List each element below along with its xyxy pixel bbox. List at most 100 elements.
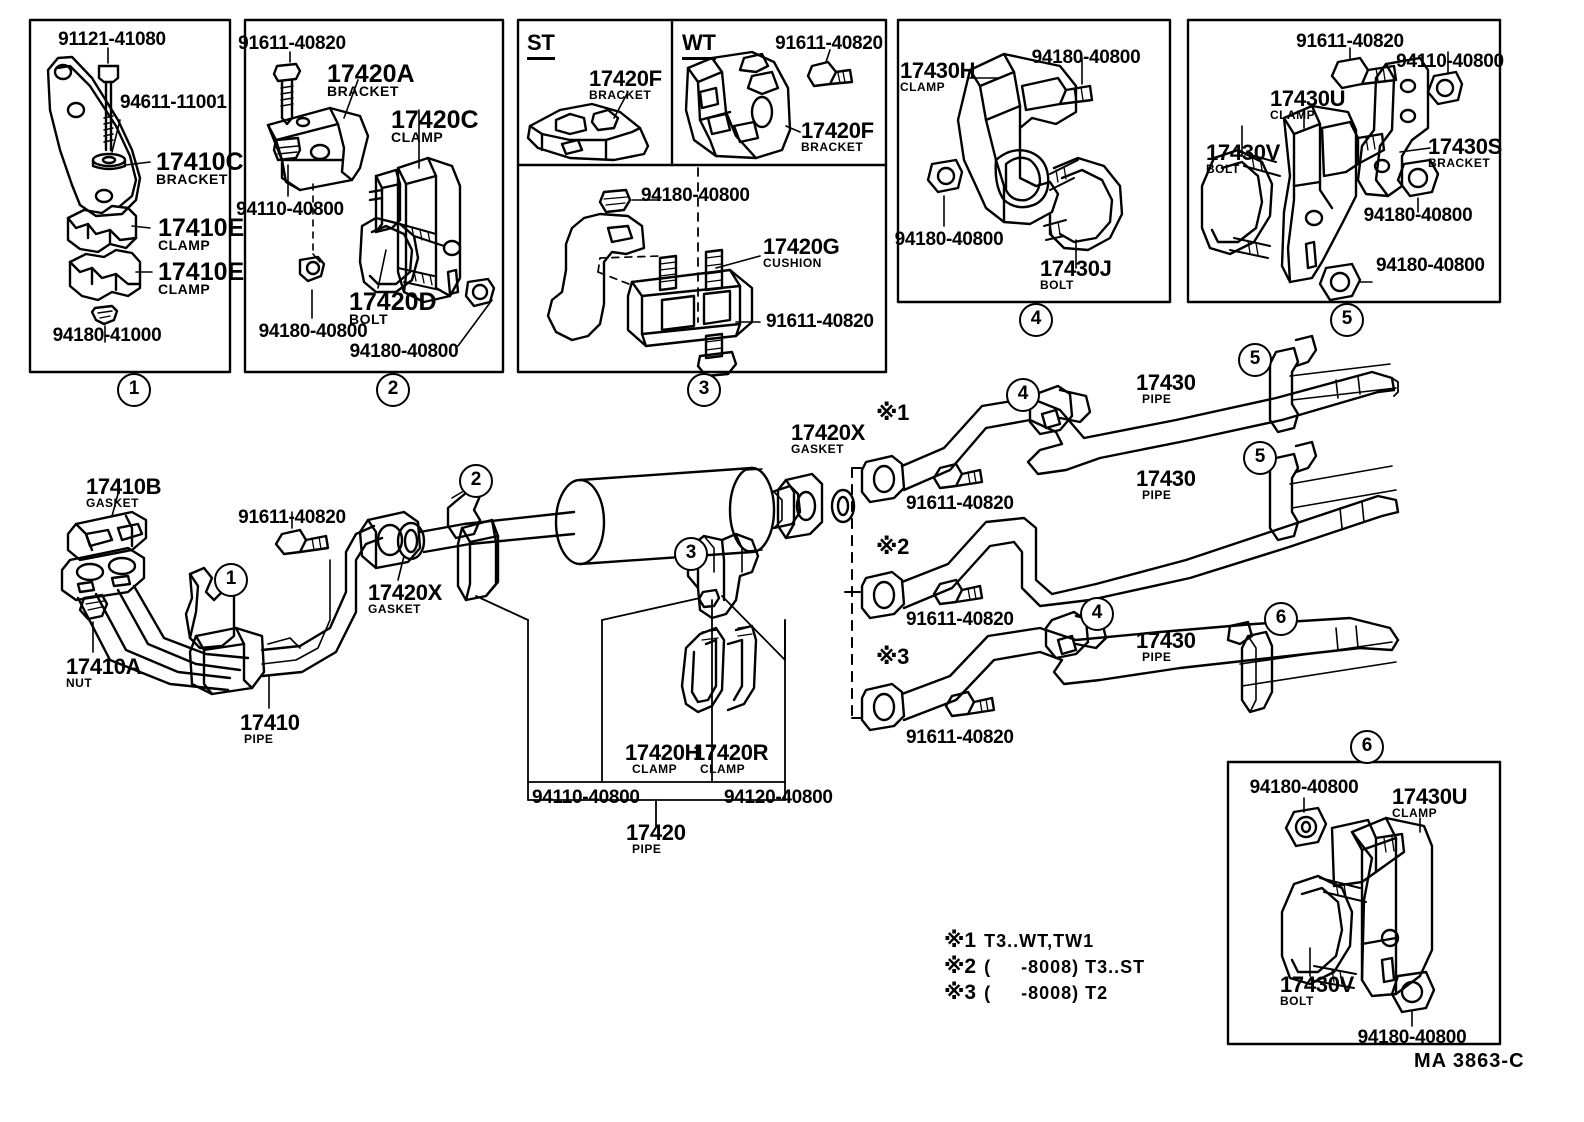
label-panel5-94180-a: 94180-40800 [1363,205,1473,226]
label-main-17420h-desc: CLAMP [632,762,678,776]
label-panel3-17420f-wt-desc: BRACKET [801,140,864,154]
panel-4-art [926,52,1124,269]
panel-3-art [526,49,854,378]
label-main-17410b: 17410B [86,474,162,499]
panel-6-art [1280,797,1436,1027]
label-main-17410a: 17410A [66,654,142,679]
panel-5-border [1186,18,1502,304]
main-center-pipe-art [418,466,856,827]
label-panel4-94180-left: 94180-40800 [894,229,1004,250]
label-panel2-17420c-desc: CLAMP [391,129,444,145]
label-main-17420x-front-desc: GASKET [368,602,422,616]
label-tail-17430-1: 17430 [1136,370,1196,395]
label-panel3-94180: 94180-40800 [641,185,750,206]
label-panel3-wt: WT [682,32,716,60]
label-main-94120: 94120-40800 [724,787,833,808]
label-panel6-17430v: 17430V [1280,972,1355,997]
label-tail-17430-3: 17430 [1136,628,1196,653]
label-panel5-94110: 94110-40800 [1396,51,1504,72]
label-panel3-17420g-desc: CUSHION [763,256,822,270]
label-panel5-91611: 91611-40820 [1296,31,1404,52]
label-panel5-17430v-desc: BOLT [1206,162,1240,176]
label-panel3-st: ST [527,32,555,60]
label-tail-17430-2-desc: PIPE [1142,488,1172,502]
legend-box: ※1 T3..WT,TW1 ※2 ( -8008) T3..ST ※3 ( -8… [944,928,1184,1006]
label-main-17420: 17420 [626,820,686,845]
label-main-17410-desc: PIPE [244,732,274,746]
panel-3-number: 3 [687,373,721,407]
callout-5-pipe2: 5 [1243,441,1277,475]
label-panel5-17430s: 17430S [1428,134,1503,159]
label-panel2-94180-b: 94180-40800 [349,341,459,362]
label-panel4-94180-top: 94180-40800 [1031,47,1141,68]
panel-4-border [896,18,1172,304]
label-main-17420x-rear-desc: GASKET [791,442,845,456]
label-panel2-17420a-desc: BRACKET [327,83,399,99]
label-panel6-17430u-desc: CLAMP [1392,806,1438,820]
label-panel6-94180-bottom: 94180-40800 [1357,1027,1467,1048]
label-panel3-91611-bottom: 91611-40820 [766,311,874,332]
panel-1-border [28,18,232,374]
panel-5-number: 5 [1330,303,1364,337]
callout-6-pipe3: 6 [1264,602,1298,636]
mark-tail-pipe-3: ※3 [876,644,910,669]
label-panel4-17430h: 17430H [900,58,976,83]
label-tail-bolt-1: 91611-40820 [906,493,1014,514]
label-panel6-17430u: 17430U [1392,784,1468,809]
label-panel1-17410e-1-desc: CLAMP [158,237,211,253]
label-tail-bolt-2: 91611-40820 [906,609,1014,630]
legend-mark-3: ※3 [944,981,977,1004]
panel-6-number: 6 [1350,730,1384,764]
label-panel1-91121: 91121-41080 [58,29,166,50]
panel-4-number: 4 [1019,303,1053,337]
label-tail-17430-1-desc: PIPE [1142,392,1172,406]
label-main-17420-desc: PIPE [632,842,662,856]
callout-3-main: 3 [674,537,708,571]
label-main-17420x-front: 17420X [368,580,443,605]
label-main-17420h: 17420H [625,740,701,765]
label-main-17420x-rear: 17420X [791,420,866,445]
panel-2-art [266,51,496,347]
legend-mark-1: ※1 [944,929,977,952]
label-panel1-94611: 94611-11001 [120,92,227,113]
callout-1-main: 1 [214,563,248,597]
main-front-pipe-art [60,493,426,709]
legend-mark-2: ※2 [944,955,977,978]
label-panel1-17410e-2-desc: CLAMP [158,281,211,297]
panel-2-border [243,18,505,374]
label-main-17410a-desc: NUT [66,676,93,690]
legend-text-2: ( -8008) T3..ST [984,957,1146,977]
label-panel2-94110: 94110-40800 [236,199,344,220]
label-panel5-17430s-desc: BRACKET [1428,156,1491,170]
label-panel5-94180-b: 94180-40800 [1376,255,1485,276]
label-tail-bolt-3: 91611-40820 [906,727,1014,748]
label-main-17410b-desc: GASKET [86,496,140,510]
label-panel4-17430j-desc: BOLT [1040,278,1074,292]
label-panel1-17410e-1: 17410E [158,214,245,242]
mark-tail-pipe-1: ※1 [876,400,910,425]
label-panel2-94180-a: 94180-40800 [258,321,368,342]
label-panel4-17430h-desc: CLAMP [900,80,946,94]
label-main-17410: 17410 [240,710,300,735]
label-panel1-17410c: 17410C [156,148,244,176]
callout-5-pipe1: 5 [1238,343,1272,377]
label-main-17420r: 17420R [693,740,769,765]
callout-4-pipe3: 4 [1080,597,1114,631]
label-panel1-17410c-desc: BRACKET [156,171,228,187]
panel-2-number: 2 [376,373,410,407]
label-panel3-17420f-wt: 17420F [801,118,874,143]
label-panel4-17430j: 17430J [1040,256,1112,281]
label-panel5-17430v: 17430V [1206,140,1281,165]
label-main-17420r-desc: CLAMP [700,762,746,776]
label-panel2-17420d: 17420D [349,288,437,316]
mark-tail-pipe-2: ※2 [876,534,910,559]
label-panel1-94180: 94180-41000 [52,325,162,346]
label-main-91611-front: 91611-40820 [238,507,346,528]
panel-1-art [46,47,153,343]
legend-text-3: ( -8008) T2 [984,983,1109,1003]
label-panel2-17420d-desc: BOLT [349,311,389,327]
label-panel2-91611: 91611-40820 [238,33,346,54]
label-tail-17430-3-desc: PIPE [1142,650,1172,664]
